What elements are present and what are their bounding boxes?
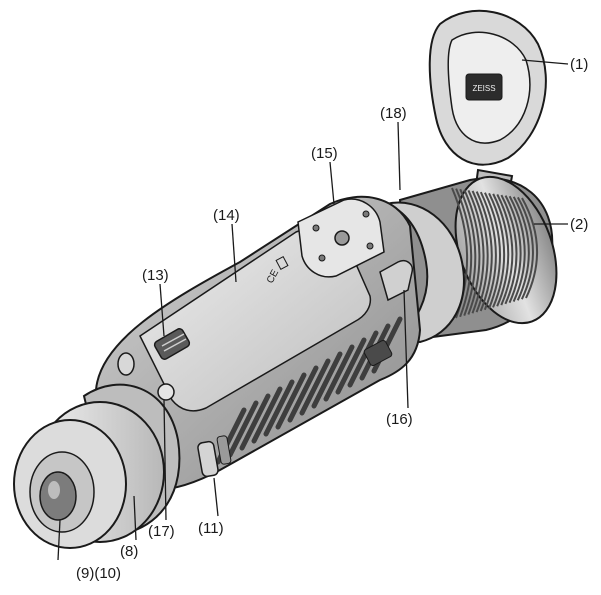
focus-ring-rib bbox=[475, 191, 493, 312]
port-cover bbox=[197, 440, 219, 478]
grip-rib bbox=[323, 344, 355, 402]
callout-18: (18) bbox=[380, 105, 407, 122]
focus-ring-assembly bbox=[382, 175, 558, 344]
focus-ring-rib bbox=[496, 194, 514, 306]
grip-rib bbox=[251, 386, 283, 444]
callout-1: (1) bbox=[570, 56, 589, 73]
focus-ring-ribs bbox=[451, 187, 539, 319]
focus-ring-rib bbox=[467, 189, 485, 314]
focus-ring-rib bbox=[479, 191, 497, 311]
callout-13: (13) bbox=[142, 267, 169, 284]
focus-ring-rib bbox=[471, 190, 489, 313]
main-body: CE bbox=[94, 195, 422, 491]
focus-ring-rib bbox=[512, 196, 530, 301]
callout-11: (11) bbox=[198, 520, 224, 537]
focus-ring-rib bbox=[463, 189, 481, 315]
callout-17: (17) bbox=[148, 523, 175, 540]
grip-rib bbox=[227, 400, 259, 458]
grip-rib bbox=[299, 358, 331, 416]
grip-rib bbox=[335, 337, 367, 395]
leader-lines bbox=[57, 59, 569, 561]
focus-ring-rib bbox=[500, 194, 518, 305]
round-button bbox=[157, 383, 175, 401]
focus-ring-rib bbox=[492, 193, 510, 307]
grip-rib bbox=[311, 351, 343, 409]
focus-ring-rib bbox=[517, 196, 534, 300]
eyepiece-assembly bbox=[13, 383, 181, 549]
side-connector bbox=[363, 339, 393, 367]
focus-ring-rib bbox=[459, 188, 477, 317]
side-indicator bbox=[117, 352, 135, 376]
grip-rib bbox=[263, 379, 295, 437]
grip-rib bbox=[347, 330, 379, 388]
grip-rib bbox=[275, 372, 307, 430]
focus-ring-rib bbox=[508, 195, 526, 302]
focus-ring-rib bbox=[455, 188, 473, 318]
grip-rib bbox=[287, 365, 319, 423]
tripod-thread bbox=[334, 230, 350, 246]
grip-rib bbox=[239, 393, 271, 451]
callout-9-10: (9)(10) bbox=[76, 565, 122, 582]
lens-cap: ZEISS bbox=[428, 9, 547, 264]
callout-16: (16) bbox=[386, 411, 413, 428]
focus-ring-rib bbox=[488, 192, 506, 308]
callout-8: (8) bbox=[120, 543, 139, 560]
zeiss-logo-badge bbox=[465, 73, 503, 101]
callout-2: (2) bbox=[570, 216, 589, 233]
focus-ring-rib bbox=[484, 192, 501, 309]
callout-14: (14) bbox=[213, 207, 240, 224]
zeiss-logo-text: ZEISS bbox=[472, 84, 495, 93]
callout-15: (15) bbox=[311, 145, 338, 162]
focus-ring-rib bbox=[504, 195, 522, 304]
focus-ring-rib bbox=[521, 197, 539, 299]
